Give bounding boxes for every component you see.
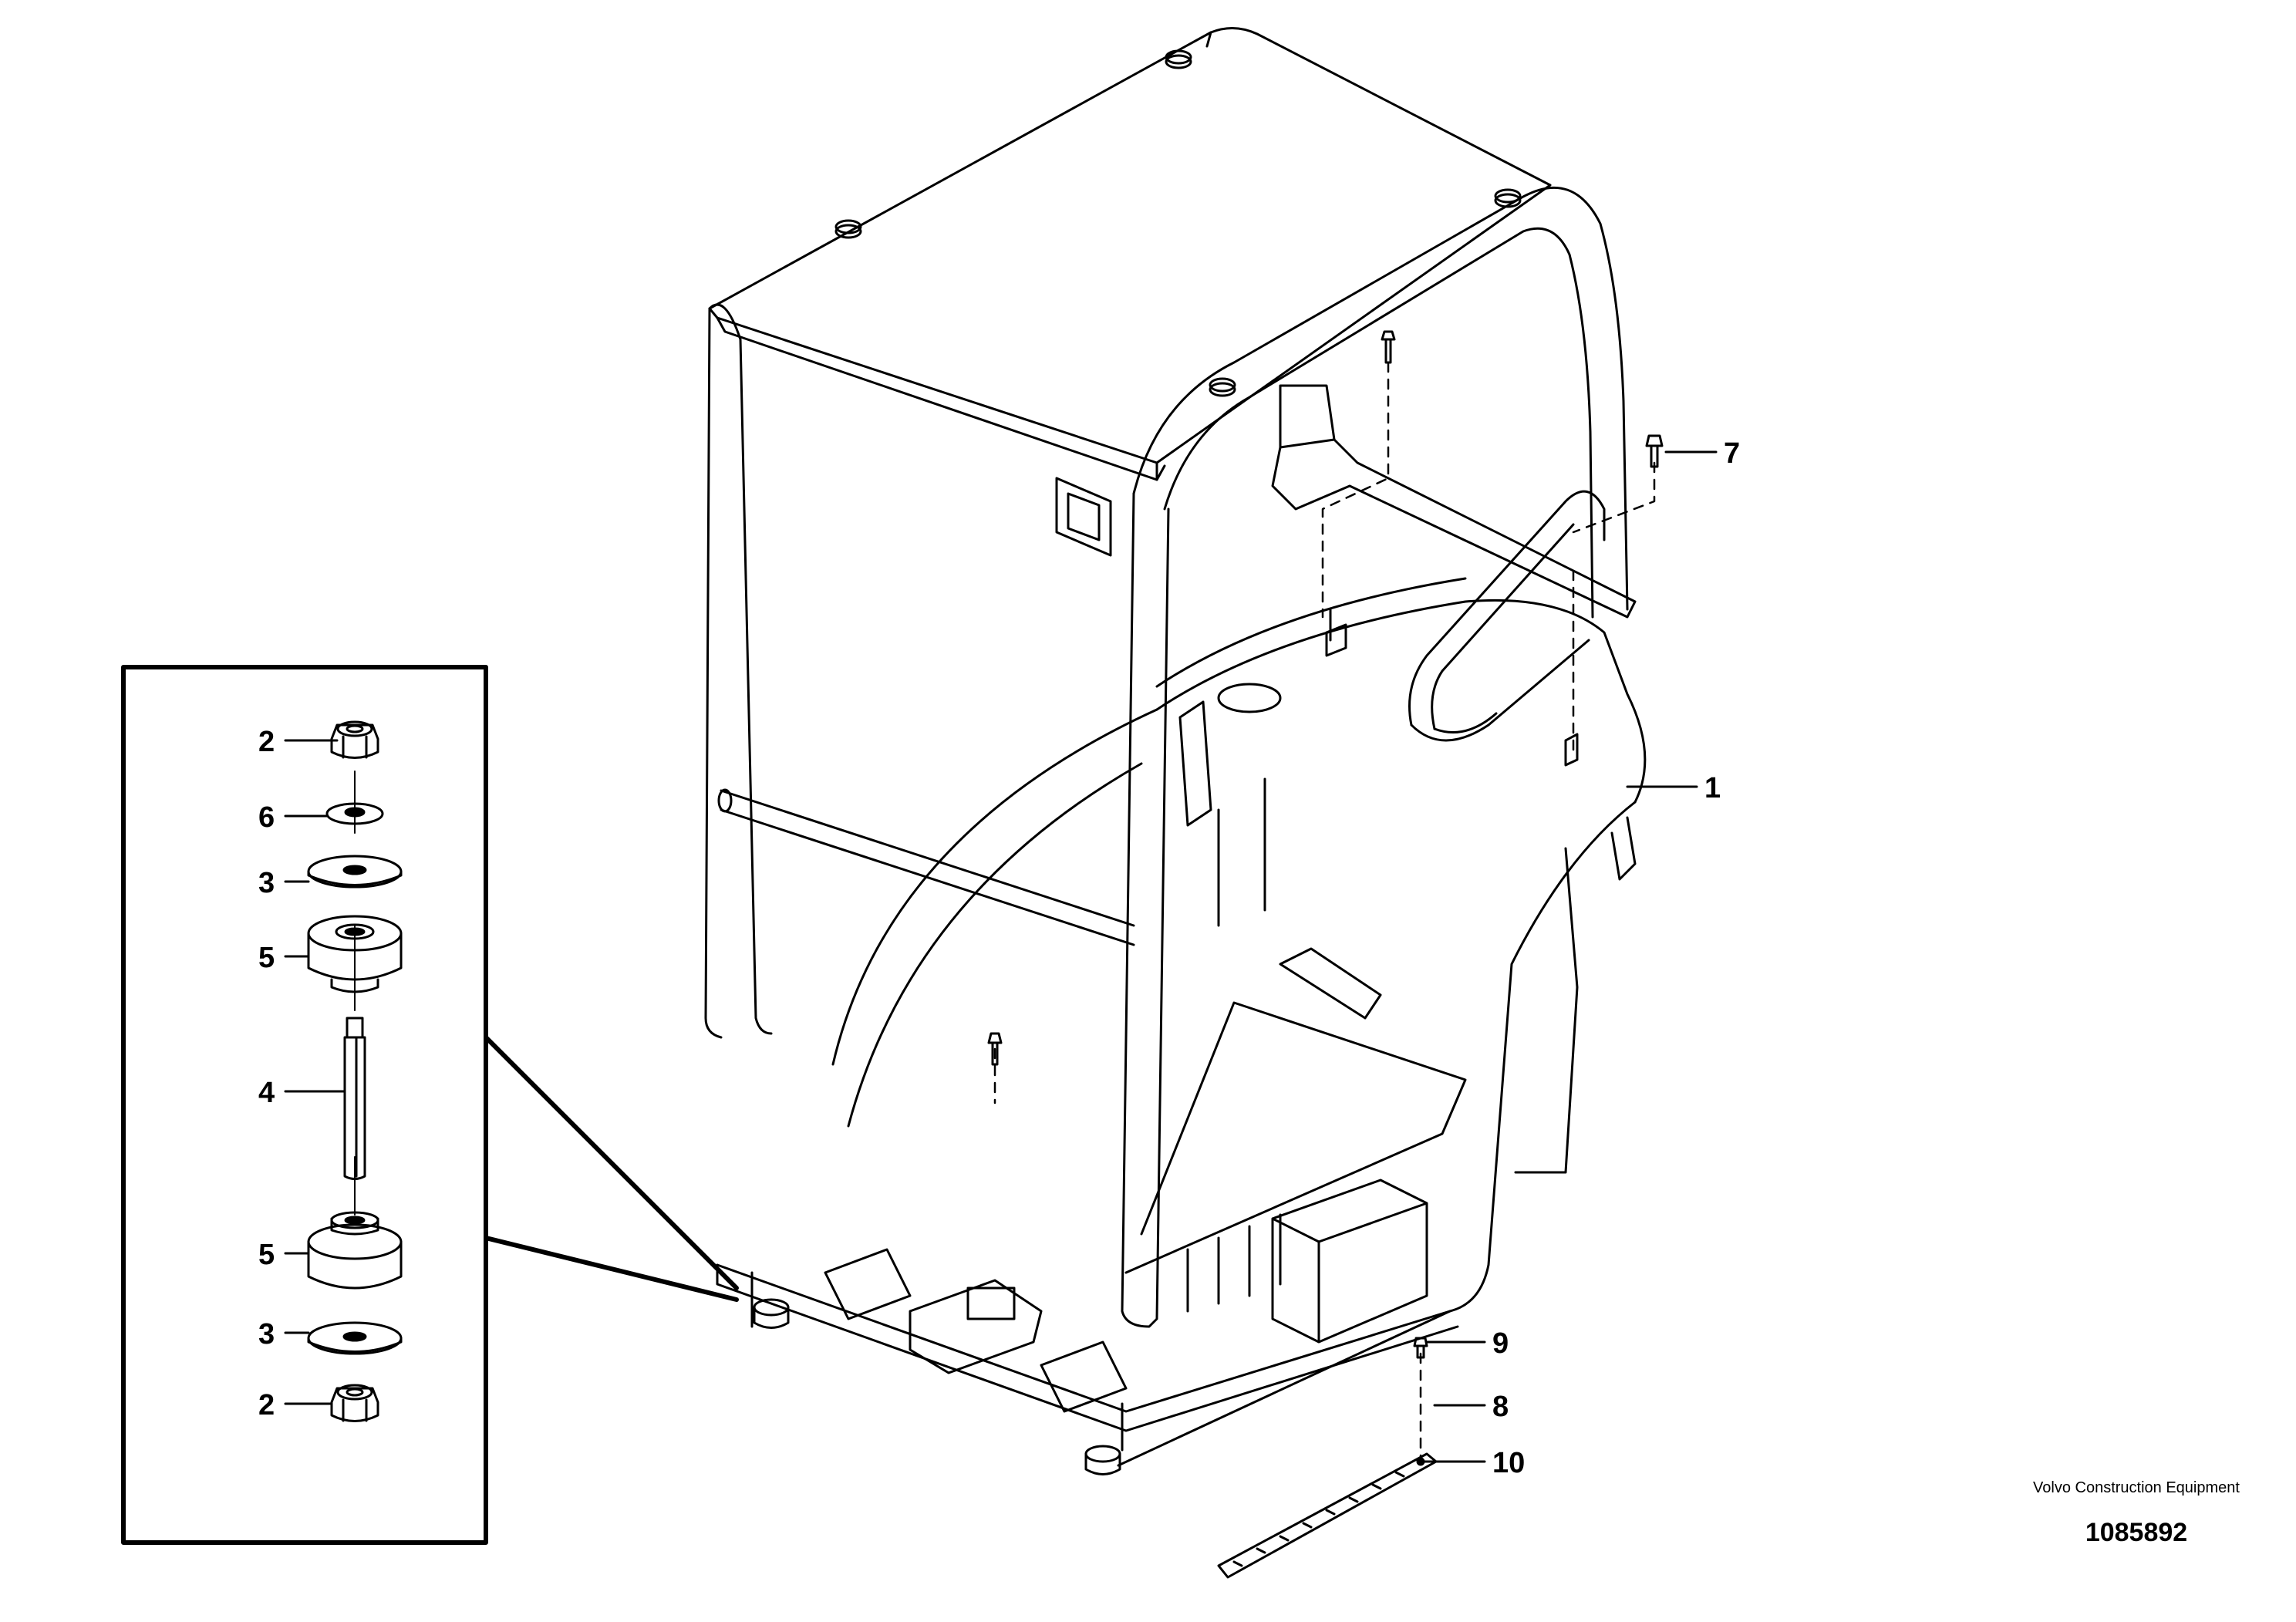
callout-1: 1 [1704,772,1721,804]
callout-9: 9 [1492,1327,1509,1360]
callout-8: 8 [1492,1391,1509,1423]
callout-10: 10 [1492,1447,1525,1479]
callout-7: 7 [1724,437,1740,470]
washer-large-top [307,855,403,889]
roof-panel [708,27,1552,464]
company-credit: Volvo Construction Equipment [2033,1479,2240,1496]
floor-plate [1124,1001,1467,1274]
cab-frame [704,27,1629,1328]
assembly-lines [993,361,1656,1471]
detail-callout-4: 4 [258,1077,275,1109]
nut-top [330,720,379,759]
detail-callout-6: 6 [258,801,275,834]
detail-callout-5-top: 5 [258,942,275,974]
spacer-tube [343,1017,366,1180]
detail-callout-5-bottom: 5 [258,1239,275,1271]
rear-arch-tube [1132,186,1629,619]
right-side-panel [1117,801,1637,1467]
battery-box [1271,1179,1428,1344]
roof-bolts [834,49,1522,397]
front-pillar [704,303,773,1039]
detail-callout-3-bottom: 3 [258,1318,275,1351]
detail-callout-2-bottom: 2 [258,1389,275,1421]
callout-labels: 1 7 9 8 10 2 6 3 5 4 5 3 2 [258,437,1740,1479]
drawing-number: 1085892 [2085,1518,2188,1547]
rubber-mount-bottom [307,1211,403,1290]
grab-handle [1271,384,1637,767]
step-strip [1217,1452,1438,1579]
cab-body [716,577,1647,1475]
mount-stack [307,720,403,1422]
side-rail [720,789,1135,946]
rear-pillar [1121,492,1170,1328]
detail-callout-3-top: 3 [258,867,275,899]
detail-callout-2-top: 2 [258,726,275,758]
fasteners [987,330,1664,1466]
washer-small [325,802,384,825]
detail-box [121,665,739,1545]
leader-lines [284,450,1718,1463]
washer-large-bottom [307,1321,403,1355]
cab-mounts [753,1298,1121,1475]
nut-bottom [330,1384,379,1422]
rubber-mount-top [307,915,403,993]
